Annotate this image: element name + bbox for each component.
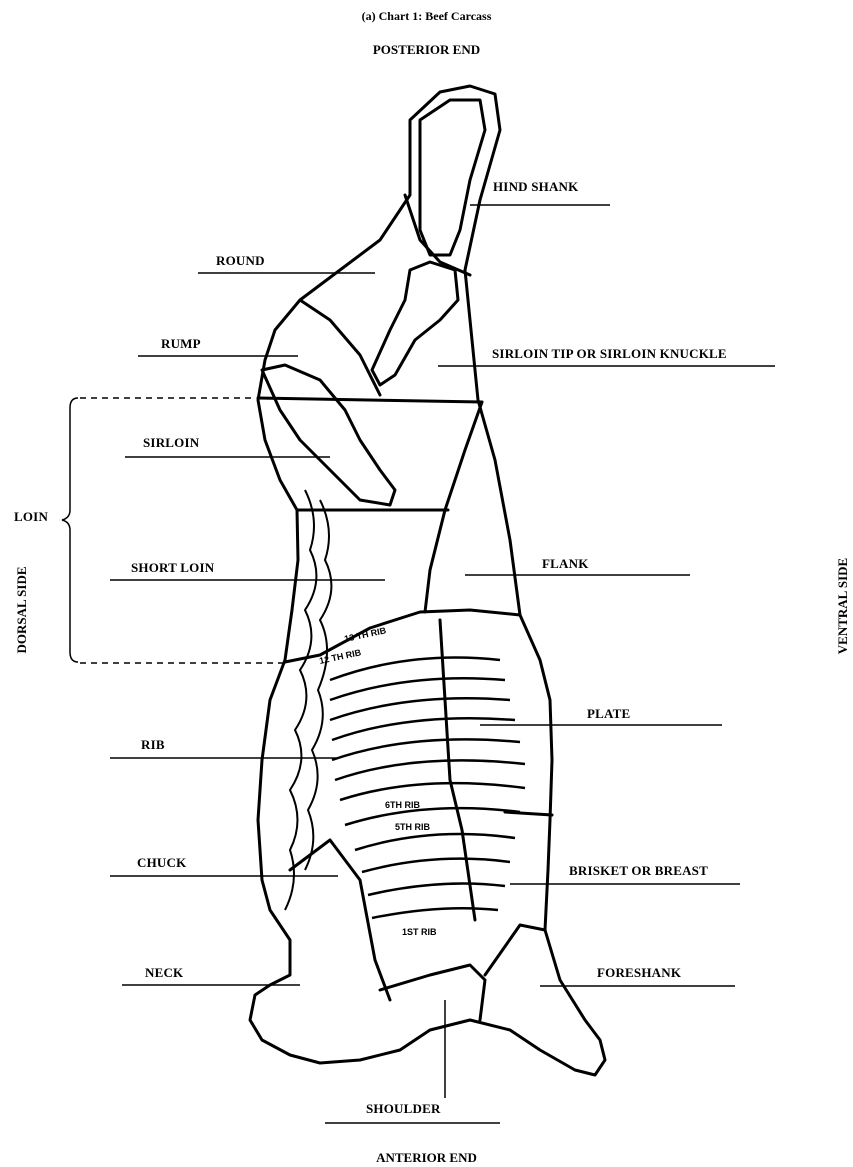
- rib-line: [372, 908, 498, 918]
- rib-13-marker: 13 TH RIB: [343, 625, 387, 644]
- round-label: ROUND: [216, 253, 265, 269]
- rib-line: [335, 760, 525, 780]
- rib-line: [330, 678, 505, 700]
- rib-5-marker: 5TH RIB: [395, 822, 431, 832]
- flank-label: FLANK: [542, 556, 589, 572]
- rib-line: [330, 658, 500, 681]
- flank-division: [425, 402, 482, 612]
- rib-line: [340, 783, 525, 800]
- rib-line: [330, 698, 510, 720]
- brisket-label: BRISKET OR BREAST: [569, 863, 708, 879]
- vertebrae: [305, 500, 331, 870]
- loin-bracket: [62, 398, 78, 662]
- rib-6-marker: 6TH RIB: [385, 800, 421, 810]
- sirloin-label: SIRLOIN: [143, 435, 199, 451]
- neck-label: NECK: [145, 965, 183, 981]
- loin-label: LOIN: [14, 509, 48, 525]
- rib-12-marker: 12 TH RIB: [318, 647, 362, 666]
- chuck-label: CHUCK: [137, 855, 186, 871]
- sirloin-tip-label: SIRLOIN TIP OR SIRLOIN KNUCKLE: [492, 346, 727, 362]
- plate-label: PLATE: [587, 706, 630, 722]
- plate-division: [440, 620, 475, 920]
- rib-line: [355, 834, 515, 850]
- brisket-line: [505, 812, 552, 815]
- shoulder-label: SHOULDER: [366, 1101, 441, 1117]
- rib-line: [345, 808, 520, 825]
- chuck-shoulder-line: [290, 840, 390, 1000]
- rib-line: [332, 718, 515, 740]
- short-loin-label: SHORT LOIN: [131, 560, 214, 576]
- shoulder-line: [380, 965, 485, 1020]
- rib-line: [362, 859, 510, 872]
- foreshank-label: FORESHANK: [597, 965, 681, 981]
- rib-label: RIB: [141, 737, 165, 753]
- rib-line: [368, 883, 505, 895]
- rump-label: RUMP: [161, 336, 201, 352]
- rib-1-marker: 1ST RIB: [402, 927, 437, 937]
- round-rump-division: [300, 300, 380, 395]
- loin-top-line: [258, 398, 482, 402]
- foreshank-line: [485, 925, 545, 975]
- hind-shank-label: HIND SHANK: [493, 179, 578, 195]
- hind-shank-bone: [420, 100, 485, 255]
- rib-line: [332, 739, 520, 760]
